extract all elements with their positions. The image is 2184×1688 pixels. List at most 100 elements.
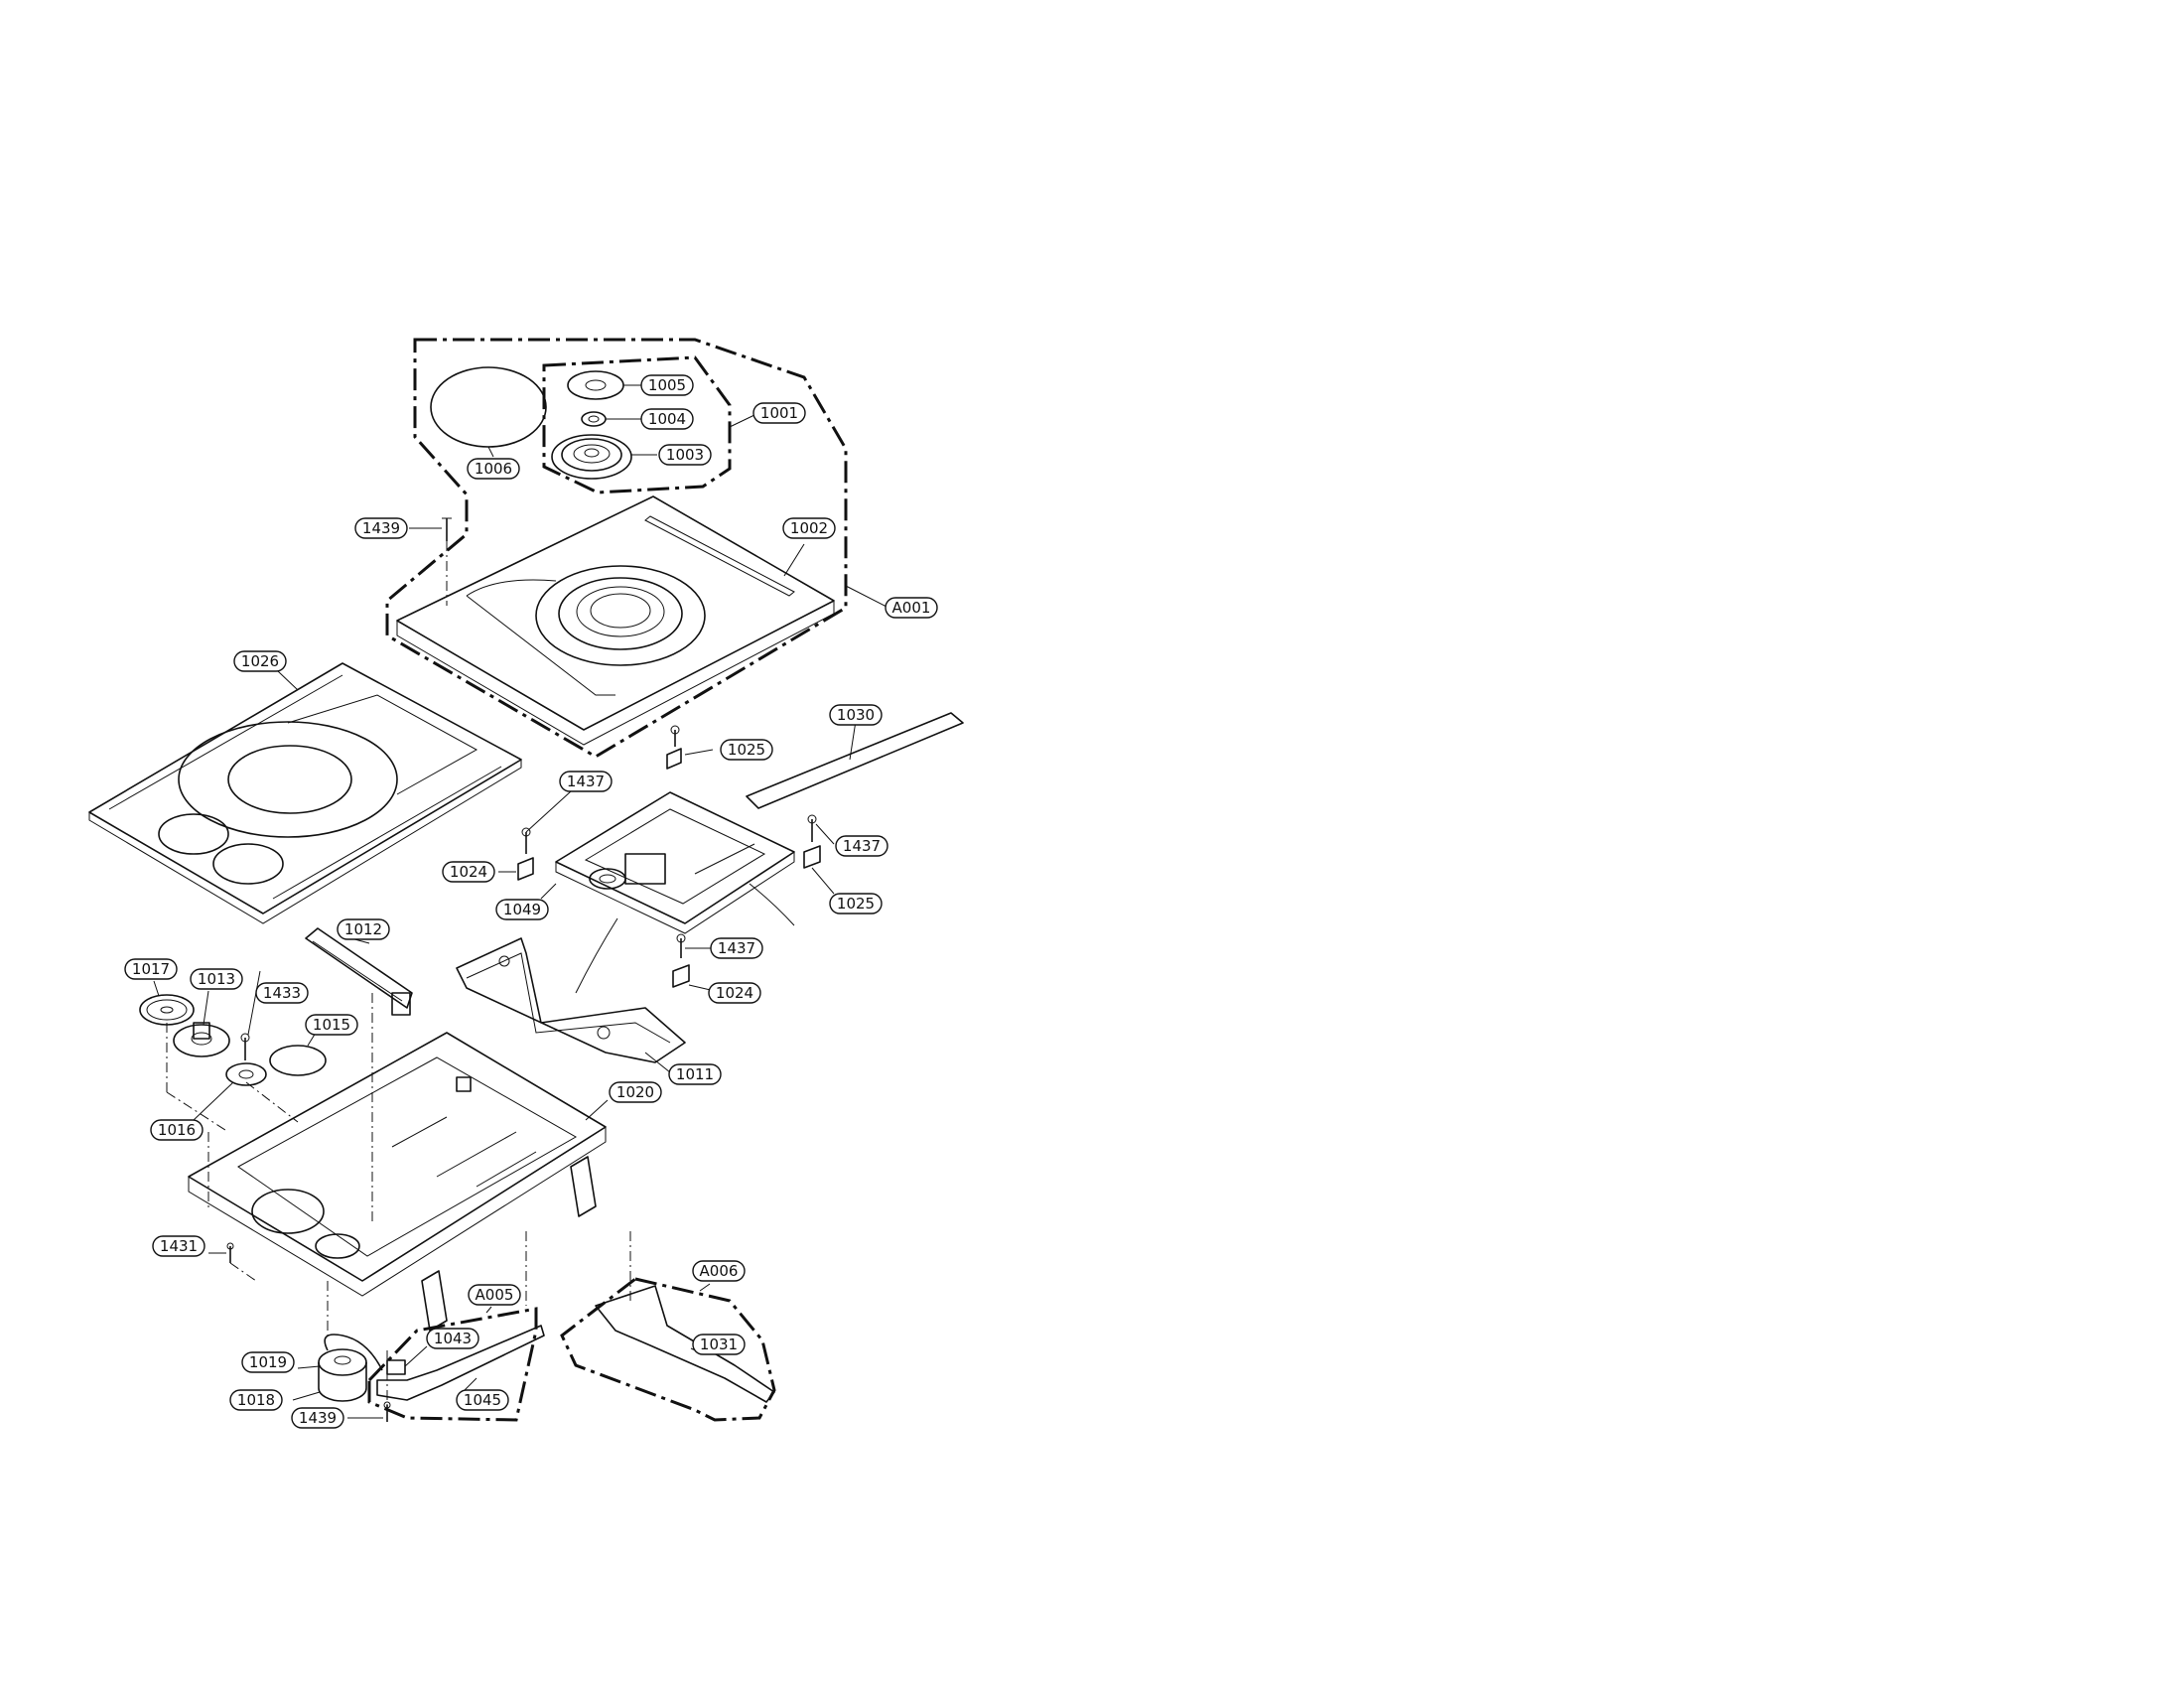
callout-label: 1002 <box>790 519 828 537</box>
callout-a005: A005 <box>468 1284 521 1306</box>
part-1433-screw <box>240 970 261 1060</box>
callout-1012: 1012 <box>337 918 390 940</box>
callout-label: 1439 <box>362 519 400 537</box>
callout-1437b: 1437 <box>835 835 888 857</box>
callout-label: 1019 <box>249 1353 287 1371</box>
callout-label: 1025 <box>728 741 765 759</box>
callout-label: 1031 <box>700 1336 738 1353</box>
part-1031-flex-cable <box>595 1285 775 1403</box>
part-1437-screw-a <box>521 790 572 854</box>
callout-1026: 1026 <box>233 650 287 672</box>
callout-label: 1012 <box>344 920 382 938</box>
callout-1045: 1045 <box>456 1389 509 1411</box>
callout-label: 1011 <box>676 1065 714 1083</box>
part-1006-sheet <box>430 366 547 448</box>
callout-label: 1431 <box>160 1237 198 1255</box>
callout-1002: 1002 <box>782 517 836 539</box>
part-1024-damper-b <box>672 964 716 992</box>
part-1431-screw <box>208 1242 257 1282</box>
callout-label: 1003 <box>666 446 704 464</box>
callout-1025a: 1025 <box>720 739 773 761</box>
callout-1437a: 1437 <box>559 771 613 792</box>
part-1018-motor <box>292 1281 367 1402</box>
callout-1011: 1011 <box>668 1063 722 1085</box>
assembly-a006-outline <box>560 1277 776 1422</box>
part-1437-screw-b <box>807 814 835 845</box>
part-1004-washer <box>581 411 645 427</box>
part-1437-screw-c <box>676 933 715 958</box>
callout-1031: 1031 <box>692 1334 746 1355</box>
part-1017-gear <box>139 980 195 1092</box>
part-1025-damper-a <box>666 725 714 770</box>
callout-label: 1024 <box>716 984 753 1002</box>
part-1012-slider <box>305 927 413 1221</box>
callout-label: 1001 <box>760 404 798 422</box>
callout-1437c: 1437 <box>710 937 763 959</box>
callout-label: 1030 <box>837 706 875 724</box>
callout-1005: 1005 <box>640 374 694 396</box>
assembly-a001-outline <box>385 338 848 759</box>
callout-label: A005 <box>476 1286 514 1304</box>
callout-label: 1013 <box>198 970 235 988</box>
callout-label: 1026 <box>241 652 279 670</box>
callout-1019: 1019 <box>241 1351 295 1373</box>
callout-1020: 1020 <box>609 1081 662 1103</box>
callout-label: 1049 <box>503 901 541 918</box>
callout-1025b: 1025 <box>829 893 883 914</box>
callout-1431: 1431 <box>152 1235 205 1257</box>
part-1013-gear <box>173 990 230 1057</box>
part-1003-magnet <box>551 434 657 480</box>
part-1020-chassis <box>166 1032 609 1332</box>
callout-1004: 1004 <box>640 408 694 430</box>
callout-1003: 1003 <box>658 444 712 466</box>
callout-1043: 1043 <box>426 1328 479 1349</box>
part-1002-top-cover <box>396 495 835 746</box>
part-1024-damper-a <box>498 857 534 881</box>
callout-label: 1433 <box>263 984 301 1002</box>
part-1011-bracket <box>456 937 686 1073</box>
assembly-1001-outline <box>542 355 732 494</box>
part-1026-disc-tray <box>88 662 522 924</box>
callout-1017: 1017 <box>124 958 178 980</box>
part-1439-screw-top <box>409 517 452 606</box>
callout-label: 1018 <box>237 1391 275 1409</box>
callout-1016: 1016 <box>150 1119 204 1141</box>
callout-1018: 1018 <box>229 1389 283 1411</box>
part-1005-clamp <box>567 370 643 400</box>
callout-label: 1043 <box>434 1330 472 1347</box>
callout-1015: 1015 <box>305 1014 358 1036</box>
callout-1024a: 1024 <box>442 861 495 883</box>
callout-label: 1015 <box>313 1016 350 1034</box>
callout-1439a: 1439 <box>354 517 408 539</box>
callout-label: 1005 <box>648 376 686 394</box>
callout-1001: 1001 <box>752 402 806 424</box>
callout-label: 1016 <box>158 1121 196 1139</box>
part-1019-motor-belt <box>297 1334 383 1371</box>
part-1016-pulley <box>193 1062 267 1121</box>
callout-label: 1437 <box>843 837 881 855</box>
callout-label: 1006 <box>475 460 512 478</box>
part-1049-traverse <box>540 791 795 994</box>
callout-label: 1020 <box>616 1083 654 1101</box>
callout-label: A006 <box>700 1262 739 1280</box>
callout-1030: 1030 <box>829 704 883 726</box>
callout-label: 1437 <box>718 939 755 957</box>
callout-1024b: 1024 <box>708 982 761 1004</box>
callout-label: 1437 <box>567 773 605 790</box>
callout-1049: 1049 <box>495 899 549 920</box>
part-1043-connector <box>386 1345 428 1375</box>
callout-1439b: 1439 <box>291 1407 344 1429</box>
part-1439-screw-bottom <box>347 1350 391 1422</box>
callout-1013: 1013 <box>190 968 243 990</box>
callout-a006: A006 <box>692 1260 746 1282</box>
assembly-a005-outline <box>367 1306 538 1422</box>
callout-label: 1017 <box>132 960 170 978</box>
callout-label: 1024 <box>450 863 487 881</box>
callout-1433: 1433 <box>255 982 309 1004</box>
callout-label: 1439 <box>299 1409 337 1427</box>
callout-label: 1025 <box>837 895 875 913</box>
part-1015-belt <box>269 1032 327 1076</box>
callout-1006: 1006 <box>467 458 520 480</box>
